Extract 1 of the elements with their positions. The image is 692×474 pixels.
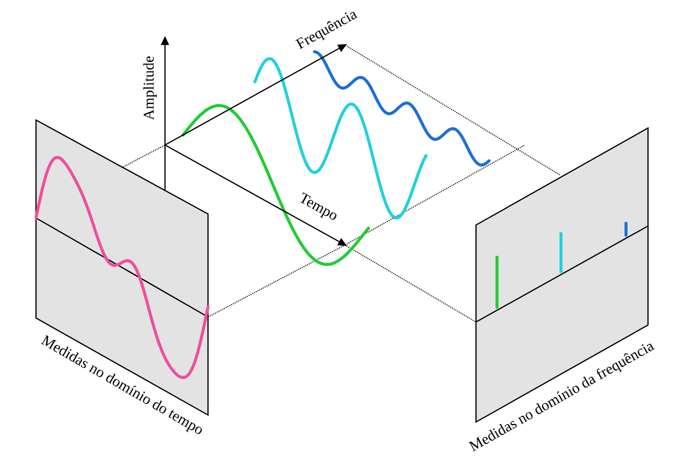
axis-label: Amplitude bbox=[143, 56, 157, 120]
